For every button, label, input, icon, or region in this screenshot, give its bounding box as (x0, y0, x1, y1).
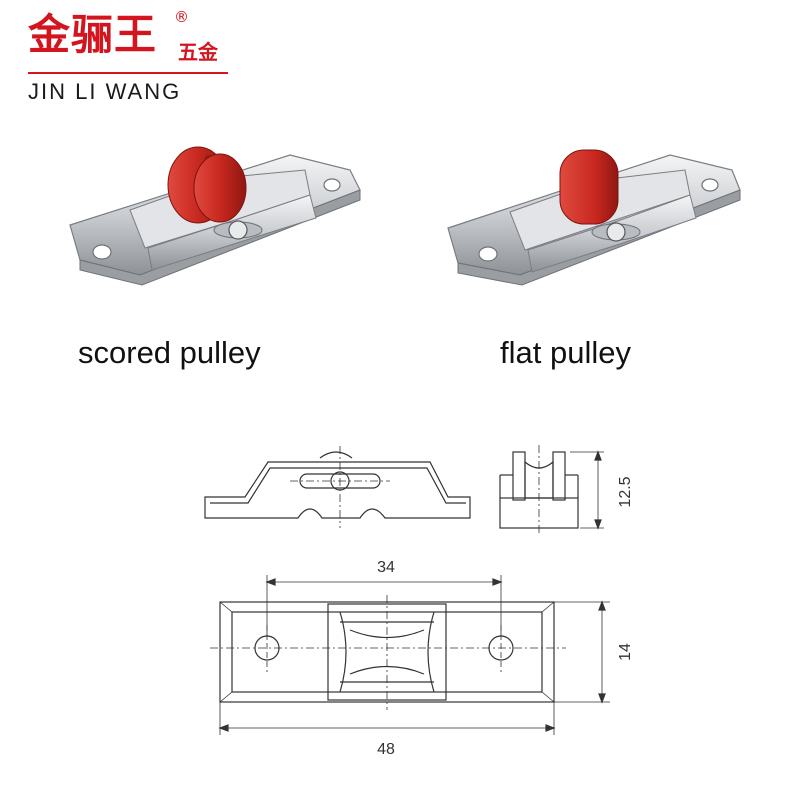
end-view (499, 445, 604, 535)
brand-logo-en: JIN LI WANG (28, 79, 182, 104)
dim-width-label: 14 (617, 643, 634, 661)
brand-divider (28, 72, 228, 74)
side-view (204, 446, 471, 528)
dim-height-label: 12.5 (617, 476, 634, 507)
top-view (210, 575, 610, 735)
flat-pulley-image (447, 149, 741, 286)
scored-pulley-image (69, 146, 361, 286)
scored-pulley-caption: scored pulley (78, 335, 261, 370)
registered-mark: ® (174, 8, 189, 26)
technical-drawing: 12.5 34 14 48 (204, 445, 634, 758)
flat-pulley-caption: flat pulley (500, 335, 631, 370)
dim-length-label: 48 (377, 741, 395, 758)
brand-subtitle-cn: 五金 (178, 40, 218, 64)
dim-hole-spacing-label: 34 (377, 559, 395, 576)
brand-logo-cn: 金骊王 (28, 10, 158, 59)
